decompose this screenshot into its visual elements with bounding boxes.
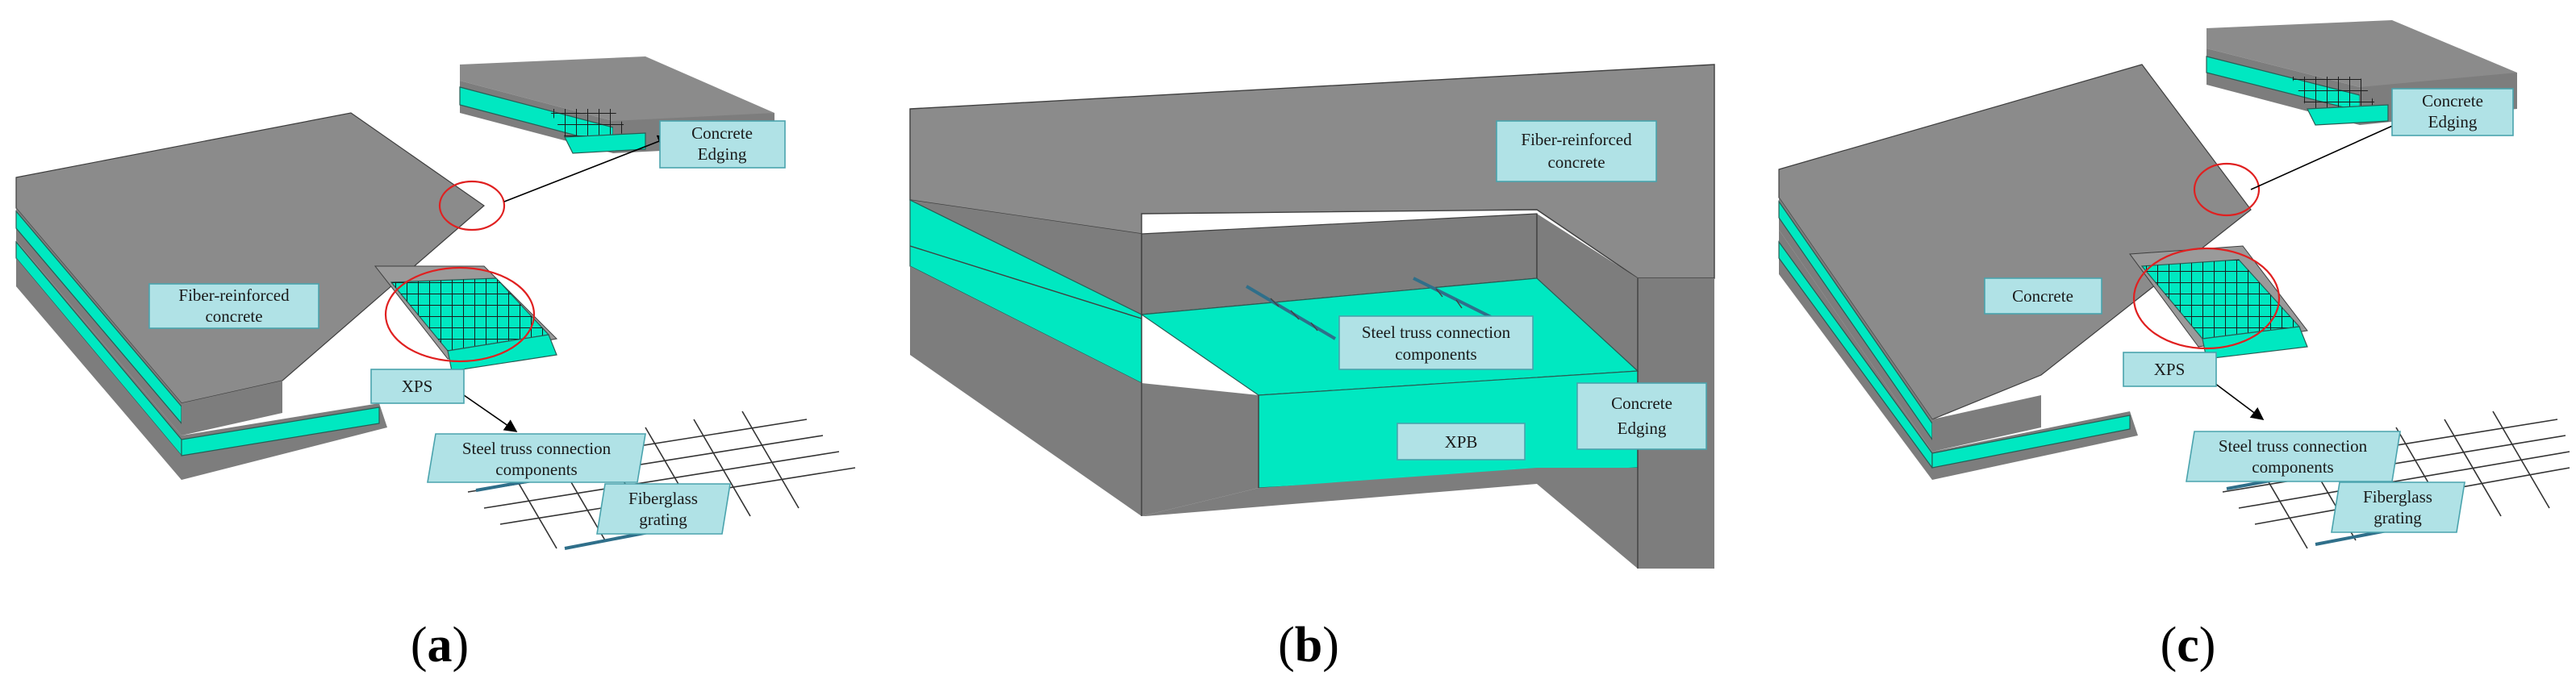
panel-c-caption: (c) bbox=[2161, 618, 2216, 673]
panel-b-caption: (b) bbox=[1278, 618, 1339, 673]
panel-c: Concrete Concrete Edging XPS Steel truss… bbox=[1778, 20, 2570, 673]
svg-text:XPS: XPS bbox=[402, 377, 433, 396]
panel-b-label-xpb: XPB bbox=[1397, 423, 1526, 461]
svg-text:Concrete: Concrete bbox=[691, 123, 753, 143]
panel-c-label-xps: XPS bbox=[2123, 352, 2217, 387]
panel-a-arrow-edging bbox=[503, 135, 671, 202]
panel-c-label-grating: Fiberglass grating bbox=[2331, 481, 2465, 533]
panel-c-label-edging: Concrete Edging bbox=[2391, 88, 2514, 136]
panel-c-arrow-grating bbox=[2214, 382, 2265, 420]
panel-a-caption: (a) bbox=[411, 618, 469, 673]
svg-text:Fiber-reinforced: Fiber-reinforced bbox=[1521, 130, 1632, 149]
panel-b-truss-rebar bbox=[1245, 277, 1495, 340]
svg-text:Steel truss connection: Steel truss connection bbox=[462, 439, 612, 458]
svg-text:Concrete: Concrete bbox=[2422, 91, 2483, 110]
svg-text:XPB: XPB bbox=[1445, 432, 1478, 452]
svg-text:concrete: concrete bbox=[1547, 152, 1605, 172]
panel-b-label-edging: Concrete Edging bbox=[1576, 382, 1707, 450]
svg-text:Steel truss connection: Steel truss connection bbox=[1362, 323, 1511, 342]
svg-text:Steel truss connection: Steel truss connection bbox=[2219, 436, 2368, 456]
svg-text:components: components bbox=[2252, 457, 2333, 477]
panel-a-highlight-mesh bbox=[384, 266, 536, 363]
panel-c-label-truss: Steel truss connection components bbox=[2186, 431, 2401, 482]
panel-c-arrow-edging bbox=[2250, 115, 2414, 190]
panel-a-label-edging: Concrete Edging bbox=[659, 120, 786, 169]
panel-b-label-truss: Steel truss connection components bbox=[1338, 315, 1534, 370]
panel-c-highlight-edge bbox=[2193, 162, 2261, 217]
panel-a-slab bbox=[15, 112, 558, 480]
svg-text:grating: grating bbox=[2374, 508, 2422, 527]
panel-a-label-grating: Fiberglass grating bbox=[596, 483, 731, 535]
panel-b: Fiber-reinforced concrete Steel truss co… bbox=[909, 64, 1715, 673]
panel-a-label-truss: Steel truss connection components bbox=[427, 433, 646, 483]
panel-a-arrow-grating bbox=[463, 394, 518, 432]
panel-c-slab bbox=[1778, 64, 2308, 480]
svg-text:XPS: XPS bbox=[2154, 360, 2186, 379]
svg-text:grating: grating bbox=[639, 510, 687, 529]
svg-text:Fiberglass: Fiberglass bbox=[628, 489, 698, 508]
panel-c-mesh bbox=[2142, 260, 2299, 339]
svg-text:components: components bbox=[495, 460, 577, 479]
panel-b-label-main: Fiber-reinforced concrete bbox=[1496, 120, 1657, 182]
svg-text:Concrete: Concrete bbox=[2012, 286, 2073, 306]
panel-c-highlight-mesh bbox=[2132, 247, 2281, 350]
svg-text:Concrete: Concrete bbox=[1611, 394, 1672, 413]
panel-a-mesh bbox=[391, 278, 549, 351]
svg-text:Fiberglass: Fiberglass bbox=[2363, 487, 2432, 506]
svg-text:Edging: Edging bbox=[698, 144, 747, 164]
svg-text:Edging: Edging bbox=[1618, 419, 1667, 438]
svg-text:Edging: Edging bbox=[2428, 112, 2478, 131]
panel-a-highlight-edge bbox=[438, 180, 506, 231]
svg-text:components: components bbox=[1395, 344, 1476, 364]
panel-c-label-main: Concrete bbox=[1984, 277, 2102, 315]
panel-a-label-xps: XPS bbox=[370, 369, 465, 404]
